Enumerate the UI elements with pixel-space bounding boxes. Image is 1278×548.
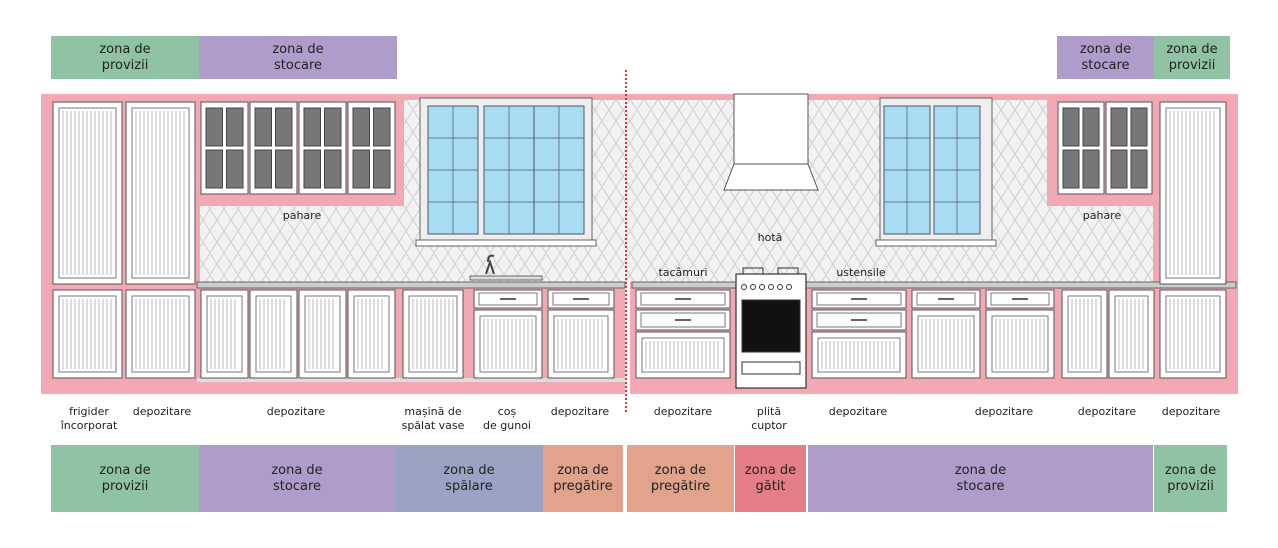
base-door-left-2-panel — [304, 295, 341, 373]
bottom-zone-provizii-left: zona de provizii — [51, 445, 199, 512]
upper-glass-door-left-0-glass — [226, 107, 244, 147]
label-ustensile: ustensile — [836, 266, 886, 279]
top-zone-provizii-left: zona de provizii — [51, 36, 199, 79]
label-depozitare-8: depozitare — [1161, 405, 1221, 418]
bottom-zone-pregatire-right: zona de pregătire — [627, 445, 734, 512]
label-depozitare-5: depozitare — [828, 405, 888, 418]
burner-left — [742, 267, 764, 275]
prep-cabinet-panel — [553, 315, 609, 373]
crown-molding — [41, 94, 1238, 100]
bottom-zone-stocare-right: zona de stocare — [808, 445, 1153, 512]
upper-glass-door-left-2-glass — [324, 107, 342, 147]
base-door-left-0-panel — [206, 295, 243, 373]
zone-divider-line — [625, 70, 627, 412]
base-door-right-0-panel — [1067, 295, 1102, 373]
label-depozitare-6: depozitare — [974, 405, 1034, 418]
upper-glass-door-right-0-glass — [1082, 107, 1100, 147]
upper-glass-door-left-2-glass — [303, 149, 321, 189]
tall-cabinet-storage-upper-panel — [131, 107, 190, 279]
label-masina-spalat: mașină de spălat vase — [401, 405, 465, 432]
stove-knob — [750, 284, 756, 290]
upper-glass-door-left-2-glass — [324, 149, 342, 189]
window-right-sill — [875, 239, 997, 247]
oven-drawer — [741, 361, 801, 375]
label-depozitare-1: depozitare — [132, 405, 192, 418]
upper-glass-door-left-1-glass — [275, 149, 293, 189]
label-pahare-right: pahare — [1082, 209, 1122, 222]
top-zone-stocare-left: zona de stocare — [199, 36, 397, 79]
label-depozitare-2: depozitare — [266, 405, 326, 418]
tall-cabinet-right-lower-panel — [1165, 295, 1221, 373]
top-zone-stocare-right: zona de stocare — [1057, 36, 1154, 79]
upper-glass-door-right-1-glass — [1130, 149, 1148, 189]
upper-glass-door-right-1-glass — [1110, 149, 1128, 189]
upper-glass-door-right-0-glass — [1082, 149, 1100, 189]
base-door-left-1-panel — [255, 295, 292, 373]
label-frigider: frigider încorporat — [60, 405, 118, 432]
base-door-left-3-panel — [353, 295, 390, 373]
label-depozitare-7: depozitare — [1077, 405, 1137, 418]
tall-cabinet-fridge-upper-panel — [58, 107, 117, 279]
tall-cabinet-storage-lower-panel — [131, 295, 190, 373]
upper-glass-door-left-0-glass — [205, 149, 223, 189]
stove-knob — [786, 284, 792, 290]
sink-rim — [469, 275, 543, 281]
upper-glass-door-right-1-glass — [1110, 107, 1128, 147]
upper-glass-door-left-3-glass — [352, 149, 370, 189]
countertop-right — [631, 281, 1237, 289]
bottom-zone-pregatire-left: zona de pregătire — [543, 445, 623, 512]
tall-cabinet-right-upper-panel — [1165, 107, 1221, 279]
label-pahare-left: pahare — [282, 209, 322, 222]
upper-glass-door-right-0-glass — [1062, 149, 1080, 189]
upper-glass-door-right-1-glass — [1130, 107, 1148, 147]
upper-glass-door-left-0-glass — [226, 149, 244, 189]
window-left-sill — [415, 239, 597, 247]
label-depozitare-4: depozitare — [653, 405, 713, 418]
upper-glass-door-left-1-glass — [275, 107, 293, 147]
label-depozitare-3: depozitare — [550, 405, 610, 418]
upper-glass-door-left-1-glass — [254, 107, 272, 147]
label-cos-gunoi: coș de gunoi — [483, 405, 531, 432]
upper-glass-door-left-3-glass — [373, 107, 391, 147]
label-tacamuri: tacâmuri — [658, 266, 708, 279]
stove-knob — [777, 284, 783, 290]
upper-glass-door-left-3-glass — [352, 107, 370, 147]
countertop-left — [196, 281, 626, 289]
bottom-zone-provizii-right: zona de provizii — [1154, 445, 1227, 512]
top-zone-provizii-right: zona de provizii — [1154, 36, 1230, 79]
label-hota: hotă — [757, 231, 783, 244]
stove-knob — [759, 284, 765, 290]
hood-canopy — [723, 163, 819, 191]
label-plita-cuptor: plită cuptor — [751, 405, 787, 432]
stove-knob — [768, 284, 774, 290]
bottom-zone-spalare: zona de spălare — [395, 445, 543, 512]
oven-window — [741, 299, 801, 353]
faucet — [485, 254, 495, 275]
upper-glass-door-left-1-glass — [254, 149, 272, 189]
upper-glass-door-right-0-glass — [1062, 107, 1080, 147]
stove-knob — [741, 284, 747, 290]
bottom-zone-gatit: zona de gătit — [735, 445, 806, 512]
burner-right — [777, 267, 799, 275]
upper-glass-door-left-3-glass — [373, 149, 391, 189]
tall-cabinet-fridge-lower-panel — [58, 295, 117, 373]
kickboard-left — [197, 378, 625, 382]
upper-glass-door-left-0-glass — [205, 107, 223, 147]
base-door-right-1-panel — [1114, 295, 1149, 373]
bottom-zone-stocare-left: zona de stocare — [199, 445, 395, 512]
hood-chimney — [733, 93, 809, 165]
upper-glass-door-left-2-glass — [303, 107, 321, 147]
